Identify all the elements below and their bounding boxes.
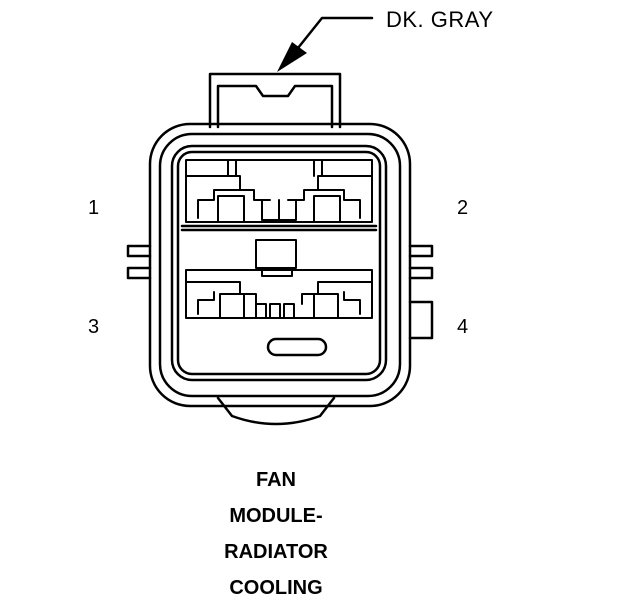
caption-line-3: RADIATOR [224, 541, 328, 563]
pin-label-2: 2 [457, 197, 469, 219]
side-locks [126, 244, 434, 340]
leader-arrowhead [277, 42, 307, 72]
divider-band [180, 224, 378, 232]
pin-label-1: 1 [88, 197, 100, 219]
caption-line-1: FAN [256, 469, 296, 491]
connector-housing [148, 122, 412, 408]
release-slot [266, 337, 328, 357]
wire-color-label: DK. GRAY [386, 7, 494, 32]
caption-line-4: COOLING [229, 577, 323, 599]
cavity-row-bottom [185, 269, 373, 319]
pin-label-4: 4 [457, 316, 469, 338]
connector-caption: FAN MODULE- RADIATOR COOLING [176, 470, 376, 614]
connector-diagram [126, 16, 434, 426]
pin-label-3: 3 [88, 316, 100, 338]
cavity-row-top [185, 159, 373, 223]
polarizing-key [255, 239, 297, 277]
connector-latch [208, 72, 342, 129]
wire-seal [216, 396, 336, 426]
caption-line-2: MODULE- [229, 505, 323, 527]
wire-color-leader [277, 16, 374, 72]
